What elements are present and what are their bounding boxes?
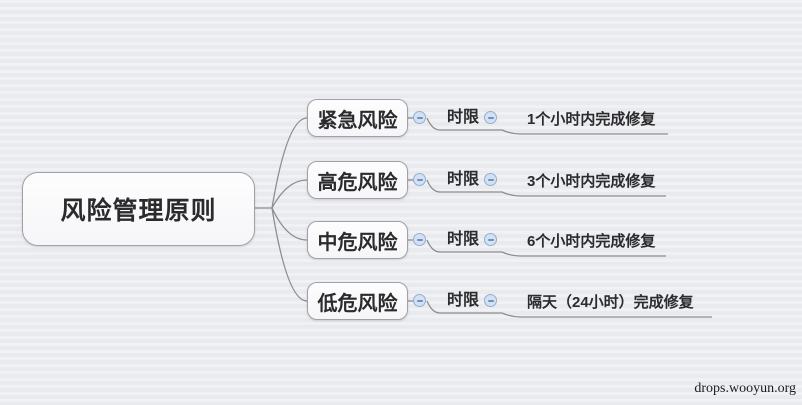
underline-row-1 (426, 179, 666, 197)
collapse-minus-icon[interactable] (484, 233, 497, 246)
subtopic-time-limit[interactable]: 时限 (446, 231, 479, 248)
topic-low-risk[interactable]: 低危风险 (307, 282, 408, 320)
connector-root-branch-3 (271, 207, 308, 302)
connector-root-branch-0 (271, 117, 308, 209)
collapse-minus-icon[interactable] (484, 111, 497, 124)
collapse-minus-icon[interactable] (413, 294, 426, 307)
topic-urgent-risk[interactable]: 紧急风险 (307, 99, 408, 137)
leaf-topic-fix-deadline[interactable]: 1个小时内完成修复 (527, 111, 656, 128)
root-topic[interactable]: 风险管理原则 (22, 172, 255, 246)
topic-high-risk[interactable]: 高危风险 (307, 161, 408, 199)
collapse-minus-icon[interactable] (413, 233, 426, 246)
topic-medium-risk[interactable]: 中危风险 (307, 221, 408, 259)
subtopic-time-limit[interactable]: 时限 (446, 292, 479, 309)
collapse-minus-icon[interactable] (413, 173, 426, 186)
leaf-topic-fix-deadline[interactable]: 隔天（24小时）完成修复 (527, 294, 694, 311)
connector-root-branch-2 (271, 207, 308, 241)
leaf-topic-fix-deadline[interactable]: 3个小时内完成修复 (527, 173, 656, 190)
collapse-minus-icon[interactable] (484, 173, 497, 186)
underline-row-2 (426, 239, 666, 257)
subtopic-time-limit[interactable]: 时限 (446, 109, 479, 126)
watermark: drops.wooyun.org (694, 381, 796, 396)
collapse-minus-icon[interactable] (413, 111, 426, 124)
collapse-minus-icon[interactable] (484, 294, 497, 307)
underline-row-3 (426, 300, 712, 318)
subtopic-time-limit[interactable]: 时限 (446, 171, 479, 188)
connector-root-branch-1 (271, 179, 308, 209)
underline-row-0 (426, 117, 668, 135)
leaf-topic-fix-deadline[interactable]: 6个小时内完成修复 (527, 233, 656, 250)
